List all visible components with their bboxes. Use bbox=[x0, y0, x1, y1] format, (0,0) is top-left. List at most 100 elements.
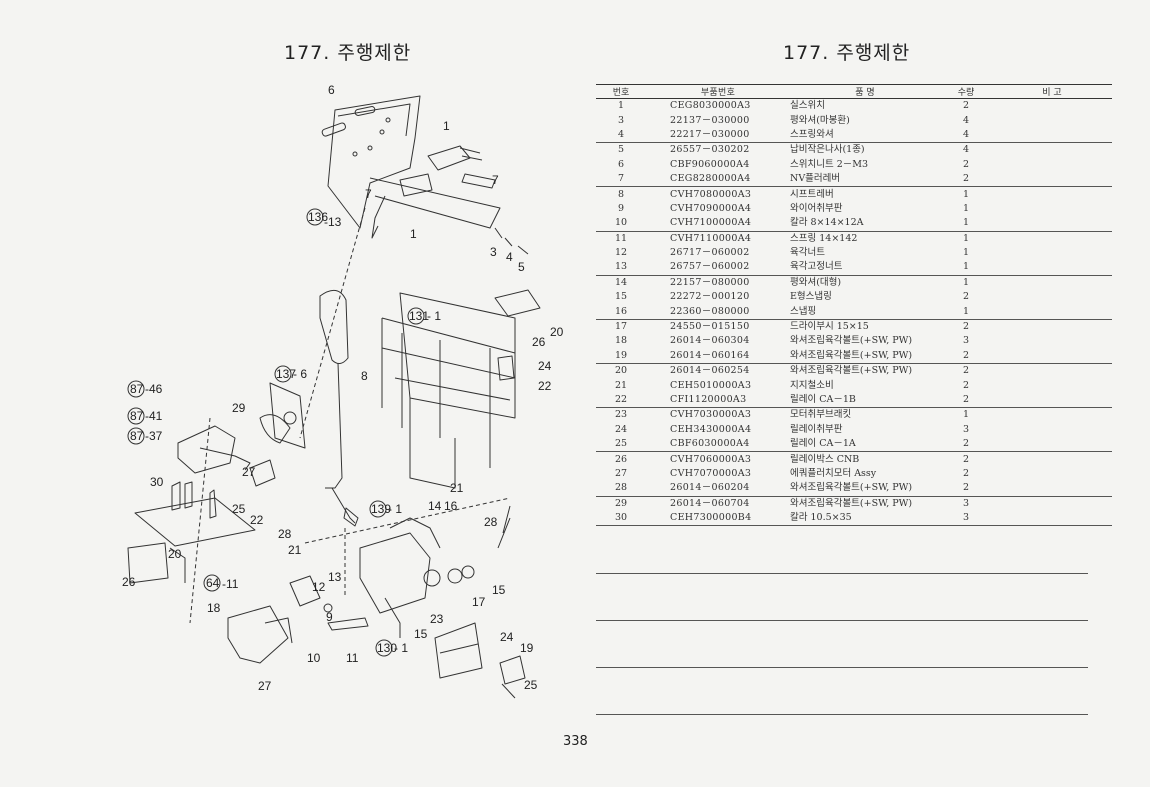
exploded-parts-diagram: 6 1 7 7 136 -13 1 3 4 5 131 - 1 26 20 24… bbox=[110, 78, 580, 708]
cell-qty: 4 bbox=[962, 114, 970, 126]
callout-130-1: - 1 bbox=[394, 641, 408, 655]
callout-12: 12 bbox=[312, 580, 326, 594]
blank-row-line bbox=[596, 667, 1088, 668]
cell-part-no: CVH7100000A4 bbox=[670, 217, 752, 229]
cell-name: 와셔조립육각볼트(+SW, PW) bbox=[790, 349, 913, 361]
cell-part-no: 22217－030000 bbox=[670, 128, 750, 140]
cell-no: 8 bbox=[596, 186, 646, 202]
callout-21b: 21 bbox=[450, 481, 464, 495]
callout-87a: 87 bbox=[130, 382, 144, 396]
cell-qty: 2 bbox=[962, 379, 970, 391]
header-no: 번호 bbox=[596, 84, 646, 99]
cell-remark bbox=[992, 423, 1112, 437]
cell-name: 모터취부브래킷 bbox=[790, 407, 940, 423]
cell-qty: 3 bbox=[962, 423, 970, 435]
cell-qty: 1 bbox=[962, 202, 970, 214]
blank-row-line bbox=[596, 573, 1088, 574]
cell-part-no: 26014－060304 bbox=[670, 335, 750, 347]
cell-no: 9 bbox=[617, 202, 625, 214]
cell-name: 평와셔(마봉환) bbox=[790, 114, 850, 126]
cell-part-no: 24550－015150 bbox=[646, 318, 790, 335]
cell-qty: 4 bbox=[940, 142, 992, 158]
cell-qty: 3 bbox=[962, 335, 970, 347]
cell-remark bbox=[992, 495, 1112, 511]
cell-name: 릴레이 CA－1B bbox=[790, 394, 856, 405]
cell-no: 26 bbox=[596, 451, 646, 467]
cell-part-no: CEH3430000A4 bbox=[670, 423, 752, 435]
cell-qty: 4 bbox=[962, 128, 970, 140]
table-row: 18 26014－060304 와셔조립육각볼트(+SW, PW) 3 bbox=[596, 334, 1112, 348]
cell-part-no: CVH7060000A3 bbox=[646, 451, 790, 467]
cell-name: 와셔조립육각볼트(+SW, PW) bbox=[790, 335, 913, 347]
cell-name: 스위치니트 2－M3 bbox=[790, 158, 869, 170]
cell-no: 5 bbox=[596, 142, 646, 158]
cell-qty: 1 bbox=[940, 274, 992, 291]
cell-no: 6 bbox=[617, 158, 625, 170]
cell-qty: 3 bbox=[940, 510, 992, 527]
cell-name: 시프트레버 bbox=[790, 186, 940, 202]
cell-no: 20 bbox=[596, 363, 646, 379]
cell-remark bbox=[992, 378, 1112, 392]
cell-no: 16 bbox=[614, 305, 628, 317]
page-number: 338 bbox=[563, 734, 588, 749]
cell-no: 18 bbox=[614, 335, 628, 347]
callout-139: 139 bbox=[371, 502, 391, 516]
cell-qty: 2 bbox=[962, 100, 970, 112]
callout-87-46: -46 bbox=[145, 382, 163, 396]
callout-137-6: - 6 bbox=[293, 367, 307, 381]
callout-26b: 26 bbox=[122, 575, 136, 589]
cell-no: 3 bbox=[617, 114, 625, 126]
cell-remark bbox=[992, 216, 1112, 231]
cell-name: 와이어취부판 bbox=[790, 202, 843, 214]
cell-remark bbox=[992, 290, 1112, 304]
callout-87-37: -37 bbox=[145, 429, 163, 443]
callout-87-41: -41 bbox=[145, 409, 163, 423]
callout-30: 30 bbox=[150, 475, 164, 489]
callout-22: 22 bbox=[538, 379, 552, 393]
cell-remark bbox=[992, 363, 1112, 379]
cell-no: 19 bbox=[614, 349, 628, 361]
cell-remark bbox=[992, 142, 1112, 158]
callout-137: 137 bbox=[276, 367, 296, 381]
cell-name: 납비작은나사(1종) bbox=[790, 142, 940, 158]
cell-name: 스냅핑 bbox=[790, 305, 817, 317]
cell-part-no: CEH7300000B4 bbox=[646, 510, 790, 527]
cell-no: 21 bbox=[614, 379, 628, 391]
cell-no: 22 bbox=[614, 394, 628, 405]
cell-name: 실스위치 bbox=[790, 100, 825, 112]
cell-qty: 2 bbox=[940, 451, 992, 467]
cell-remark bbox=[992, 437, 1112, 452]
callout-7b: 7 bbox=[365, 187, 372, 201]
cell-remark bbox=[992, 186, 1112, 202]
callout-131-1: - 1 bbox=[427, 309, 441, 323]
callout-20: 20 bbox=[550, 325, 564, 339]
cell-qty: 2 bbox=[940, 363, 992, 379]
callout-15: 15 bbox=[492, 583, 506, 597]
cell-remark bbox=[992, 451, 1112, 467]
cell-name: E형스냅링 bbox=[790, 291, 832, 303]
cell-qty: 1 bbox=[962, 261, 970, 273]
cell-remark bbox=[992, 318, 1112, 335]
callout-28b: 28 bbox=[484, 515, 498, 529]
cell-part-no: CEG8280000A4 bbox=[670, 173, 751, 185]
cell-name: 육각너트 bbox=[790, 247, 825, 259]
callout-6: 6 bbox=[328, 83, 335, 97]
callout-24b: 24 bbox=[500, 630, 514, 644]
cell-remark bbox=[992, 349, 1112, 364]
callout-9: 9 bbox=[326, 610, 333, 624]
cell-remark bbox=[992, 172, 1112, 187]
cell-qty: 2 bbox=[962, 482, 970, 494]
cell-part-no: 26717－060002 bbox=[670, 247, 750, 259]
cell-name: NV플러레버 bbox=[790, 173, 841, 185]
callout-13: 13 bbox=[328, 570, 342, 584]
